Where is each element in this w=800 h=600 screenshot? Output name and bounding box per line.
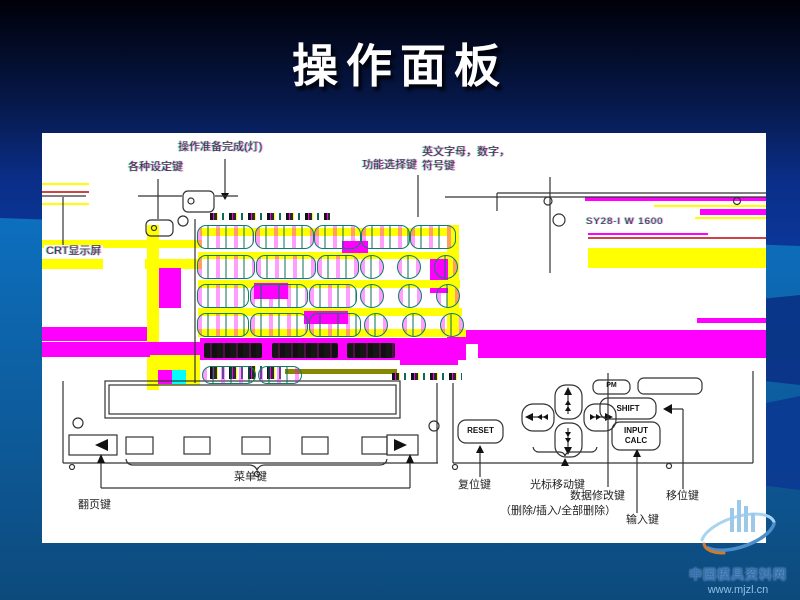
- glitched-keypad-button: [258, 366, 302, 384]
- watermark-logo-icon: [700, 500, 776, 555]
- glitch-block: [695, 217, 766, 219]
- diagram-line-art: [42, 159, 766, 513]
- glitched-keypad-button: [197, 284, 249, 308]
- glitch-block: [447, 330, 766, 344]
- pm-keycap: PM: [606, 382, 617, 389]
- label-reset-key: 复位键: [458, 479, 491, 491]
- glitch-block: [42, 191, 89, 193]
- watermark-site-url: www.mjzl.cn: [707, 584, 769, 596]
- glitched-keypad-button: [397, 255, 421, 279]
- page-title: 操作面板: [292, 40, 508, 92]
- glitched-keypad-button: [250, 284, 308, 308]
- glitched-keypad-button: [256, 255, 316, 279]
- glitch-block: [585, 197, 766, 201]
- shift-keycap: SHIFT: [616, 404, 640, 413]
- glitch-block: [588, 237, 766, 239]
- glitched-keypad-button: [255, 225, 314, 249]
- label-alpha-keys-2: 符号键: [422, 160, 455, 172]
- glitched-keypad-button: [197, 225, 254, 249]
- glitched-keypad-button: [204, 343, 262, 358]
- glitched-keypad-button: [309, 313, 361, 337]
- glitch-block: [478, 344, 766, 358]
- glitched-keypad-button: [364, 313, 388, 337]
- label-model-number: SY28-I W 1600: [586, 216, 664, 227]
- input-calc-keycap: INPUT CALC: [612, 426, 660, 446]
- glitch-block: [392, 373, 462, 380]
- glitched-keypad-button: [440, 313, 464, 337]
- glitch-block: [588, 233, 708, 235]
- label-ready-lamp: 操作准备完成(灯): [178, 141, 263, 153]
- glitch-block: [42, 342, 202, 357]
- glitch-block: [145, 259, 202, 269]
- figure-keypad-layer: [42, 133, 766, 543]
- reset-keycap: RESET: [467, 426, 494, 435]
- label-shift-key: 移位键: [666, 490, 699, 502]
- glitch-block: [654, 205, 766, 207]
- glitch-block: [400, 355, 458, 365]
- glitched-keypad-button: [402, 313, 426, 337]
- glitched-keypad-button: [360, 255, 384, 279]
- label-crt-display: CRT显示屏: [44, 245, 104, 258]
- glitch-block: [210, 213, 330, 220]
- glitched-keypad-button: [314, 225, 361, 249]
- panel-diagram-image: 操作准备完成(灯) 各种设定键 功能选择键 英文字母，数字， 符号键 CRT显示…: [42, 133, 766, 543]
- label-setting-keys: 各种设定键: [128, 161, 183, 173]
- glitched-keypad-button: [317, 255, 359, 279]
- glitch-block: [42, 240, 202, 248]
- glitch-block: [285, 369, 397, 374]
- glitched-keypad-button: [309, 284, 357, 308]
- glitch-block: [42, 259, 103, 269]
- glitched-keypad-button: [347, 343, 395, 358]
- glitched-keypad-button: [250, 313, 308, 337]
- glitched-keypad-button: [197, 255, 255, 279]
- glitched-keypad-button: [360, 284, 384, 308]
- label-menu-keys: 菜单键: [234, 471, 267, 483]
- input-keycap-line2: CALC: [624, 436, 648, 445]
- label-data-edit-keys: 数据修改键: [570, 490, 625, 502]
- watermark: 中国模具资料网 www.mjzl.cn: [680, 490, 796, 596]
- glitched-keypad-button: [410, 225, 456, 249]
- glitched-keypad-button: [272, 343, 338, 358]
- watermark-site-name: 中国模具资料网: [688, 567, 787, 582]
- label-alpha-keys-1: 英文字母，数字，: [422, 146, 510, 158]
- glitch-block: [42, 203, 89, 205]
- glitched-keypad-button: [361, 225, 410, 249]
- label-input-key: 输入键: [626, 514, 659, 526]
- label-function-keys: 功能选择键: [362, 159, 417, 171]
- glitched-keypad-button: [434, 255, 458, 279]
- label-page-keys: 翻页键: [78, 499, 111, 511]
- input-keycap-line1: INPUT: [624, 426, 648, 435]
- label-cursor-keys: 光标移动键: [530, 479, 585, 491]
- glitch-block: [588, 248, 766, 268]
- glitch-block: [159, 268, 181, 308]
- glitch-block: [42, 327, 147, 341]
- glitched-keypad-button: [436, 284, 460, 308]
- glitch-block: [700, 209, 766, 215]
- glitched-keypad-button: [202, 366, 256, 384]
- glitched-keypad-button: [398, 284, 422, 308]
- label-data-edit-detail: （删除/插入/全部删除）: [500, 505, 617, 517]
- glitch-block: [697, 318, 766, 323]
- glitch-block: [42, 183, 89, 185]
- glitched-keypad-button: [197, 313, 249, 337]
